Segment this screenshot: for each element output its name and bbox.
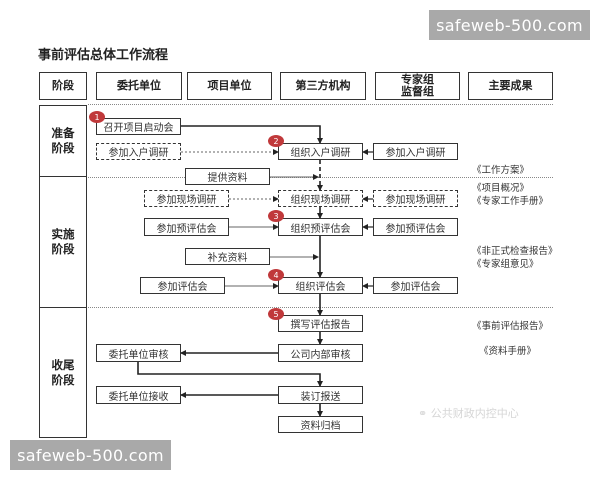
step-client-household-survey: 参加入户调研 [96, 143, 181, 160]
step-org-pre-eval: 组织预评估会 [278, 218, 363, 236]
step-badge-1: 1 [89, 111, 105, 123]
step-project-eval-label: 参加评估会 [157, 282, 208, 293]
step-expert-household-survey: 参加入户调研 [373, 143, 458, 160]
stage-impl-line1: 实施 [51, 227, 75, 241]
step-internal-review-label: 公司内部审核 [290, 349, 351, 361]
step-supplement-label: 补充资料 [207, 253, 248, 264]
result-expert-manual: 《专家工作手册》 [472, 196, 549, 207]
step-project-site-survey: 参加现场调研 [144, 190, 229, 207]
result-informal-report: 《非正式检查报告》 [472, 246, 558, 257]
step-project-pre-eval: 参加预评估会 [144, 218, 229, 236]
step-client-receive: 委托单位接收 [96, 386, 181, 404]
header-third-party: 第三方机构 [280, 72, 366, 100]
wechat-watermark-text: 公共财政内控中心 [430, 407, 519, 420]
step-org-household-survey: 组织入户调研 [278, 143, 363, 160]
header-project-label: 项目单位 [207, 79, 252, 92]
step-provide-materials-label: 提供资料 [207, 173, 248, 184]
step-org-pre-eval-label: 组织预评估会 [290, 223, 351, 235]
stage-preparation: 准备阶段 [39, 105, 87, 177]
step-badge-5: 5 [268, 308, 284, 320]
header-expert-line2: 监督组 [401, 85, 434, 98]
step-client-review: 委托单位审核 [96, 344, 181, 362]
step-client-receive-label: 委托单位接收 [108, 391, 169, 403]
header-client: 委托单位 [96, 72, 182, 100]
step-org-eval-label: 组织评估会 [295, 282, 346, 293]
step-expert-pre-eval: 参加预评估会 [373, 218, 458, 236]
step-kickoff-label: 召开项目启动会 [103, 123, 174, 134]
wechat-watermark: ⚭ 公共财政内控中心 [418, 405, 519, 421]
step-expert-site-label: 参加现场调研 [385, 195, 446, 206]
step-bind-submit-label: 装订报送 [300, 391, 341, 403]
step-bind-submit: 装订报送 [278, 386, 363, 404]
step-supplement-materials: 补充资料 [185, 248, 270, 265]
stage-close-line1: 收尾 [51, 357, 75, 372]
step-badge-3: 3 [268, 210, 284, 222]
step-org-site-label: 组织现场调研 [290, 195, 351, 206]
step-archive: 资料归档 [278, 416, 363, 433]
header-client-label: 委托单位 [117, 79, 161, 92]
step-expert-site-survey: 参加现场调研 [373, 190, 458, 207]
step-badge-4: 4 [268, 269, 284, 281]
header-expert-line1: 专家组 [401, 73, 434, 86]
step-client-review-label: 委托单位审核 [108, 349, 169, 361]
step-project-eval: 参加评估会 [140, 277, 225, 294]
step-expert-pre-eval-label: 参加预评估会 [385, 223, 446, 235]
step-project-site-label: 参加现场调研 [156, 195, 217, 206]
step-write-report: 撰写评估报告 [278, 315, 363, 332]
result-expert-opinion: 《专家组意见》 [472, 259, 539, 270]
stage-implementation: 实施阶段 [39, 176, 87, 308]
step-provide-materials: 提供资料 [185, 168, 270, 185]
step-client-household-label: 参加入户调研 [108, 148, 169, 159]
step-expert-eval-label: 参加评估会 [390, 282, 441, 293]
step-org-household-label: 组织入户调研 [290, 148, 351, 159]
header-expert-group: 专家组 监督组 [375, 72, 460, 100]
result-work-plan: 《工作方案》 [472, 165, 530, 176]
result-final-report: 《事前评估报告》 [472, 321, 549, 332]
step-kickoff-meeting: 召开项目启动会 [96, 118, 181, 135]
header-third-party-label: 第三方机构 [295, 79, 351, 92]
result-materials-manual: 《资料手册》 [479, 346, 537, 357]
watermark-top: safeweb-500.com [429, 10, 590, 40]
divider-header [88, 104, 553, 105]
header-project-unit: 项目单位 [187, 72, 272, 100]
step-write-report-label: 撰写评估报告 [290, 320, 351, 331]
stage-prep-line1: 准备 [51, 126, 75, 140]
stage-impl-line2: 阶段 [51, 242, 75, 256]
step-org-eval: 组织评估会 [278, 277, 363, 294]
step-expert-household-label: 参加入户调研 [385, 148, 446, 159]
step-internal-review: 公司内部审核 [278, 344, 363, 362]
header-results: 主要成果 [468, 72, 553, 100]
step-expert-eval: 参加评估会 [373, 277, 458, 294]
header-stage-label: 阶段 [52, 79, 74, 92]
watermark-bottom: safeweb-500.com [10, 440, 171, 470]
header-results-label: 主要成果 [488, 79, 533, 92]
step-project-pre-eval-label: 参加预评估会 [156, 223, 217, 235]
stage-close-line2: 阶段 [51, 372, 75, 387]
result-project-overview: 《项目概况》 [472, 183, 530, 194]
stage-prep-line2: 阶段 [51, 141, 75, 155]
step-archive-label: 资料归档 [300, 421, 341, 432]
step-badge-2: 2 [268, 135, 284, 147]
stage-closing: 收尾阶段 [39, 307, 87, 438]
step-org-site-survey: 组织现场调研 [278, 190, 363, 207]
page-title: 事前评估总体工作流程 [38, 48, 169, 63]
header-stage: 阶段 [39, 72, 87, 100]
wechat-icon: ⚭ [418, 407, 428, 420]
